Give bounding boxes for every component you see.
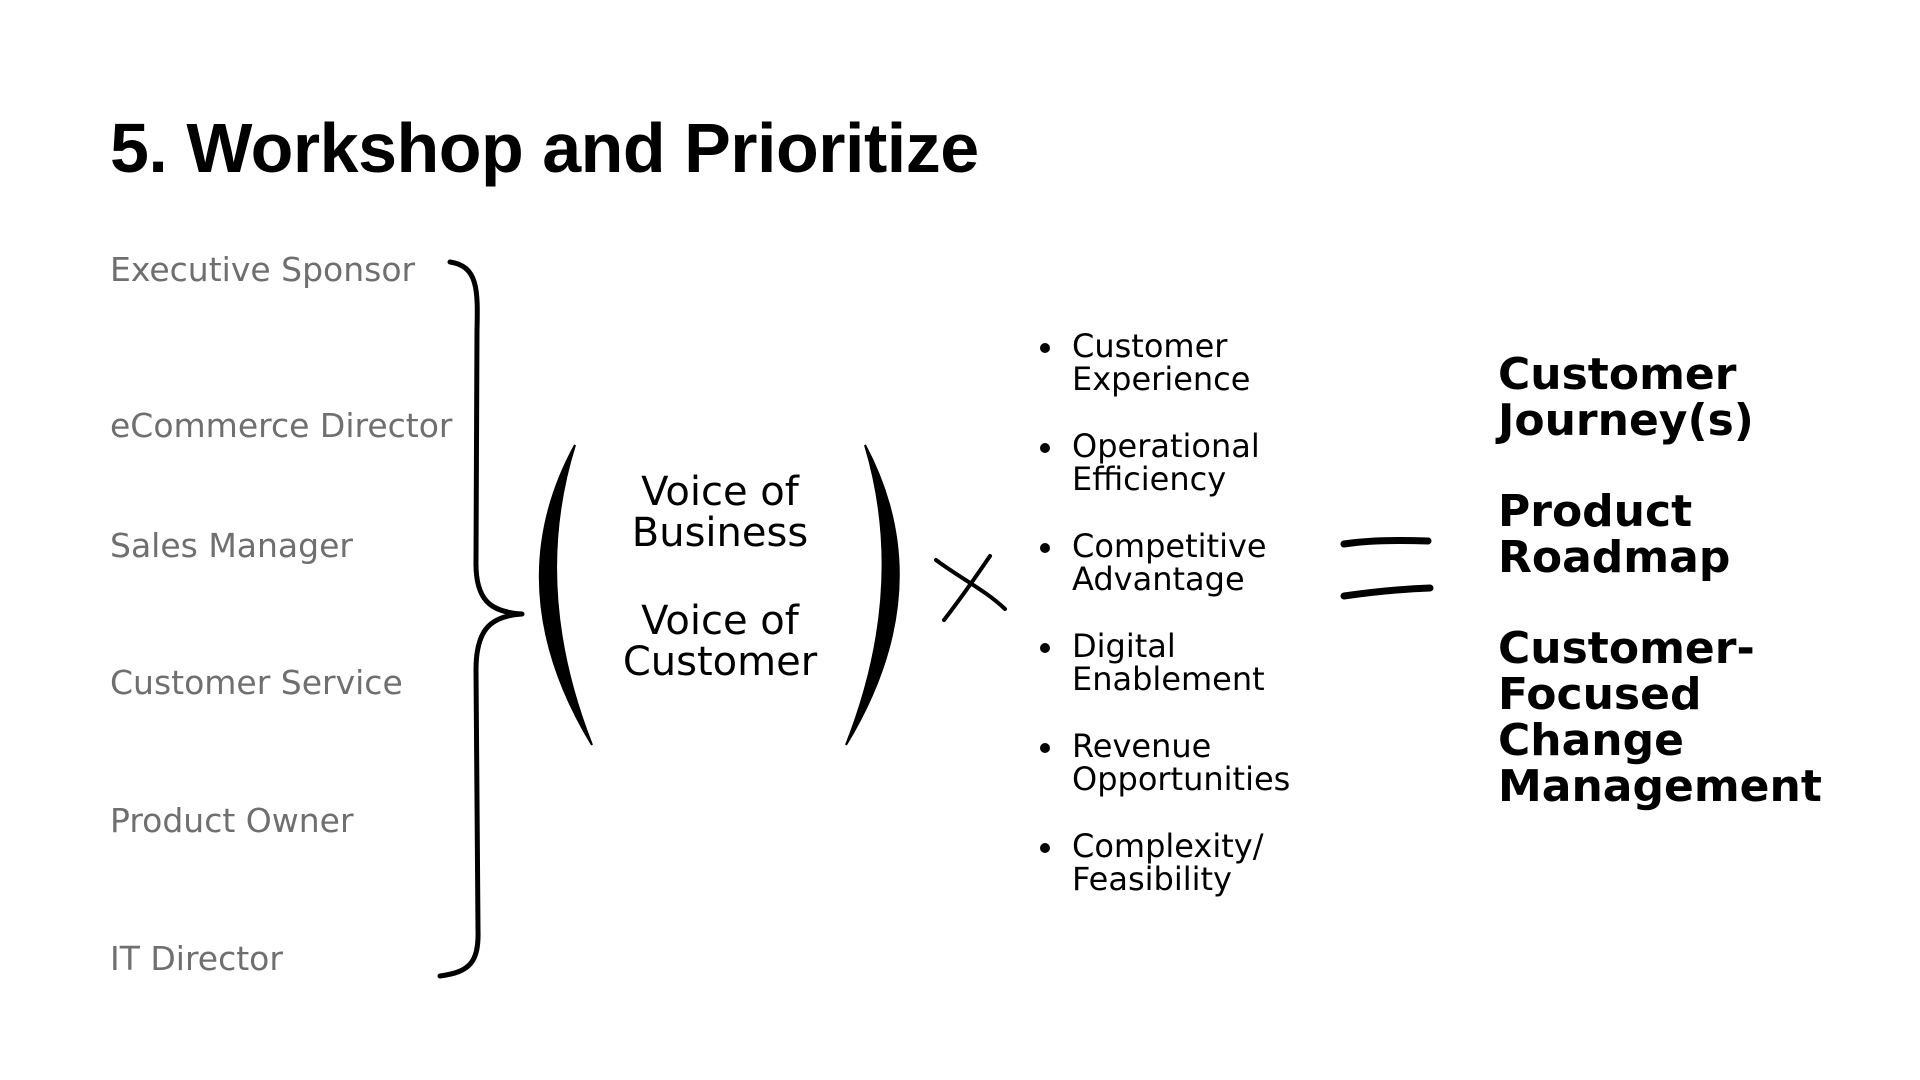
outcome-customer-journeys: Customer Journey(s) — [1498, 349, 1754, 446]
stakeholder-product-owner: Product Owner — [110, 801, 354, 840]
stakeholder-executive-sponsor: Executive Sponsor — [110, 250, 416, 289]
criteria-item-label: Operational Efficiency — [1072, 427, 1260, 498]
stakeholder-it-director: IT Director — [110, 939, 283, 978]
left-parenthesis-icon — [538, 444, 593, 746]
voice-of-business-label: Voice of Business — [631, 469, 809, 556]
criteria-item-label: Complexity/ Feasibility — [1072, 827, 1264, 898]
page-title: 5. Workshop and Prioritize — [110, 109, 979, 187]
criteria-item-label: Revenue Opportunities — [1072, 727, 1291, 798]
right-parenthesis-icon — [845, 444, 900, 746]
outcome-list: Customer Journey(s) Product Roadmap Cust… — [1498, 352, 1822, 855]
criteria-item: Digital Enablement — [1040, 630, 1290, 730]
bullet-icon — [1040, 543, 1050, 553]
bullet-icon — [1040, 343, 1050, 353]
curly-brace-icon — [437, 259, 525, 979]
bullet-icon — [1040, 443, 1050, 453]
criteria-item: Revenue Opportunities — [1040, 730, 1290, 830]
criteria-item: Operational Efficiency — [1040, 430, 1290, 530]
criteria-list: Customer Experience Operational Efficien… — [1040, 330, 1290, 930]
stakeholder-ecommerce-director: eCommerce Director — [110, 406, 453, 445]
criteria-item-label: Customer Experience — [1072, 327, 1251, 398]
criteria-item-label: Competitive Advantage — [1072, 527, 1267, 598]
criteria-item: Complexity/ Feasibility — [1040, 830, 1290, 930]
voice-of-business: Voice of Business — [590, 472, 850, 554]
criteria-item: Customer Experience — [1040, 330, 1290, 430]
criteria-item-label: Digital Enablement — [1072, 627, 1265, 698]
outcome-product-roadmap: Product Roadmap — [1498, 486, 1731, 583]
stakeholder-customer-service: Customer Service — [110, 663, 403, 702]
bullet-icon — [1040, 643, 1050, 653]
bullet-icon — [1040, 843, 1050, 853]
equals-sign-icon — [1340, 536, 1434, 600]
voice-of-customer-label: Voice of Customer — [622, 598, 818, 685]
outcome-change-management: Customer- Focused Change Management — [1498, 623, 1822, 812]
stakeholder-sales-manager: Sales Manager — [110, 526, 353, 565]
multiply-sign-icon — [934, 554, 1007, 622]
voice-of-customer: Voice of Customer — [590, 601, 850, 683]
bullet-icon — [1040, 743, 1050, 753]
criteria-item: Competitive Advantage — [1040, 530, 1290, 630]
